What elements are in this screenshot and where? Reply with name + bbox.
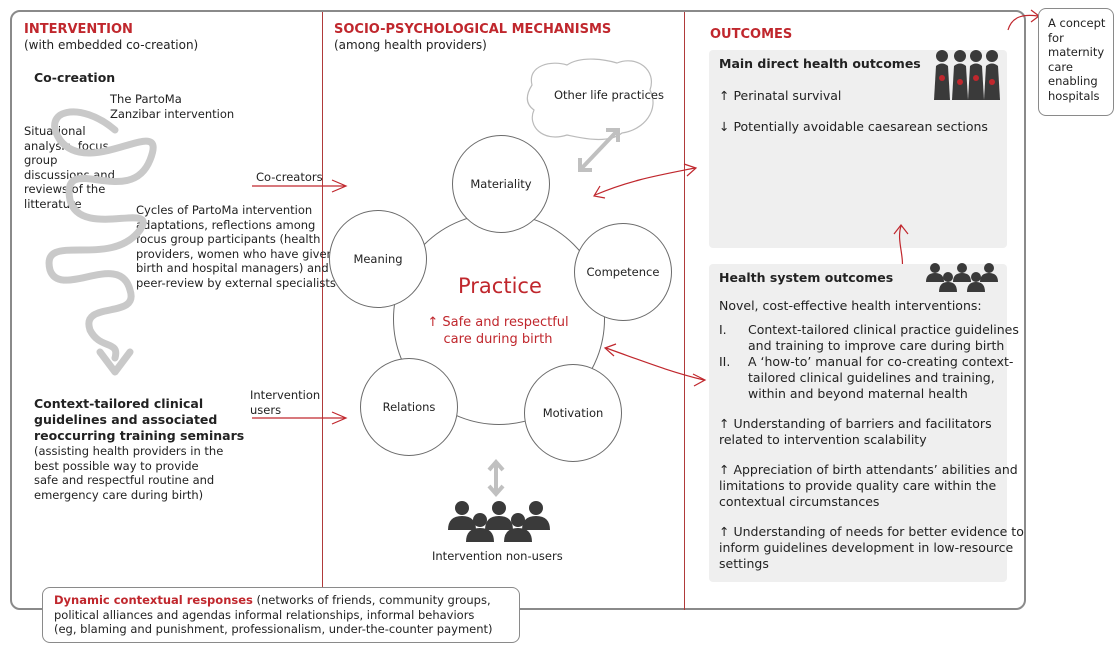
partoma-label: The PartoMa Zanzibar intervention: [110, 92, 235, 121]
system-outcomes-panel: [709, 264, 1007, 582]
main-outcome-survival: ↑ Perinatal survival: [719, 88, 842, 103]
intervention-users-label: Intervention users: [250, 388, 321, 417]
main-outcome-caesarean: ↓ Potentially avoidable caesarean sectio…: [719, 119, 988, 134]
divider-right: [684, 12, 685, 610]
competence-label: Competence: [586, 265, 660, 279]
mechanisms-subtitle: (among health providers): [334, 38, 487, 52]
divider-left: [322, 12, 323, 610]
system-barriers: ↑ Understanding of barriers and facilita…: [719, 416, 992, 447]
practice-subtitle: ↑ Safe and respectful care during birth: [427, 315, 569, 347]
dynamic-box: [42, 587, 520, 643]
materiality-label: Materiality: [470, 177, 532, 191]
system-ii-text: A ‘how-to’ manual for co-creating contex…: [748, 354, 1014, 401]
health-workers-icon: [926, 263, 998, 292]
motivation-circle: Motivation: [524, 364, 622, 462]
practice-label: Practice: [458, 274, 542, 298]
materiality-outcome-arrow: [593, 163, 698, 199]
other-life-cloud: [526, 58, 654, 141]
intervention-subtitle: (with embedded co-creation): [24, 38, 199, 52]
meaning-circle: Meaning: [329, 210, 427, 308]
system-appreciation: ↑ Appreciation of birth attendants’ abil…: [719, 462, 1018, 509]
nonusers-arrow: [487, 458, 505, 498]
relations-circle: Relations: [360, 358, 458, 456]
competence-circle: Competence: [574, 223, 672, 321]
dynamic-desc: (networks of friends, community groups, …: [54, 593, 493, 636]
intervention-title: INTERVENTION: [24, 22, 133, 37]
materiality-circle: Materiality: [452, 135, 550, 233]
nonusers-label: Intervention non-users: [432, 549, 563, 563]
mothers-icon: [934, 50, 1000, 100]
system-i-num: I.: [719, 322, 727, 337]
cocreation-label: Co-creation: [34, 70, 116, 85]
system-evidence: ↑ Understanding of needs for better evid…: [719, 524, 1024, 571]
cocreation-squiggle: [45, 108, 157, 376]
guidelines-title: Context-tailored clinical guidelines and…: [34, 396, 245, 443]
cycles-text: Cycles of PartoMa intervention adaptatio…: [136, 203, 336, 290]
cocreators-arrow: [252, 179, 348, 193]
system-ii-num: II.: [719, 354, 731, 369]
outcomes-title: OUTCOMES: [710, 27, 793, 42]
meaning-label: Meaning: [353, 252, 403, 266]
other-life-arrow: [578, 128, 620, 172]
motivation-label: Motivation: [542, 406, 604, 420]
users-arrow: [252, 411, 348, 425]
cocreators-label: Co-creators: [256, 170, 323, 184]
system-intro: Novel, cost-effective health interventio…: [719, 298, 982, 313]
relations-label: Relations: [382, 400, 436, 414]
dynamic-text: Dynamic contextual responses (networks o…: [54, 593, 493, 637]
mechanisms-title: SOCIO-PSYCHOLOGICAL MECHANISMS: [334, 22, 612, 37]
guidelines-desc: (assisting health providers in the best …: [34, 444, 224, 502]
dynamic-label: Dynamic contextual responses: [54, 593, 253, 607]
concept-box: [1038, 8, 1114, 116]
main-outcomes-title: Main direct health outcomes: [719, 56, 921, 71]
system-i-text: Context-tailored clinical practice guide…: [748, 322, 1019, 353]
system-outcomes-title: Health system outcomes: [719, 270, 894, 285]
practice-outcome-arrow: [603, 343, 707, 387]
other-life-label: Other life practices: [554, 88, 664, 102]
concept-text: A concept for maternity care enabling ho…: [1048, 16, 1106, 103]
nonusers-people-icon: [448, 501, 550, 542]
